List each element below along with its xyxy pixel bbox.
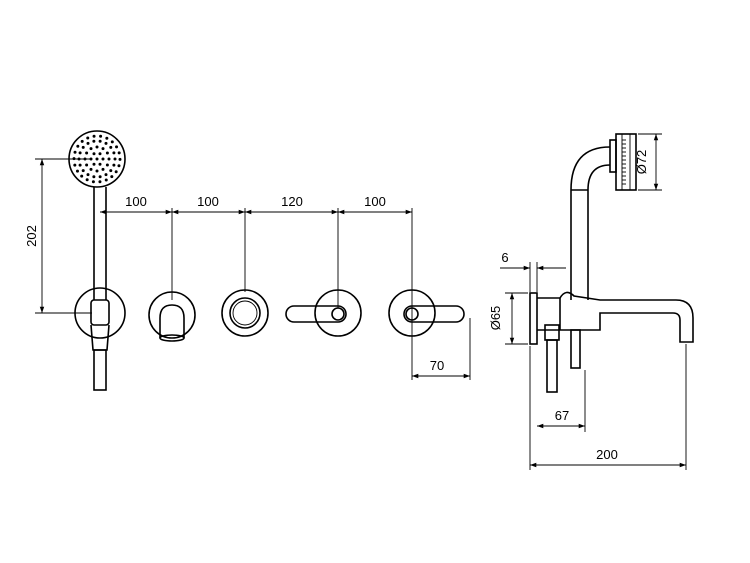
nozzle-dot: [85, 151, 89, 155]
dim-spout-to-mixer: 67: [555, 408, 569, 423]
nozzle-dot: [98, 139, 102, 143]
dim-spacing-3: 120: [281, 194, 303, 209]
dim-flange-diameter: Ø65: [488, 306, 503, 331]
nozzle-dot: [89, 147, 93, 151]
dim-spacing-1: 100: [125, 194, 147, 209]
nozzle-dot: [86, 173, 90, 177]
nozzle-dot: [104, 173, 108, 177]
hand-shower-head: [68, 130, 126, 188]
nozzle-dot: [92, 134, 96, 138]
side-view: 6 Ø65 Ø72 67 200: [488, 133, 694, 470]
nozzle-dot: [95, 157, 99, 161]
nozzle-dot: [73, 150, 77, 154]
nozzle-dot: [112, 151, 116, 155]
mixer-lever-left: [285, 289, 362, 337]
front-view: 100 100 120 100 202 70: [24, 130, 471, 391]
dim-wall-thickness: 6: [501, 250, 508, 265]
nozzle-dot: [85, 163, 89, 167]
nozzle-dot: [101, 147, 105, 151]
dim-lever-offset: 70: [430, 358, 444, 373]
nozzle-dot: [107, 157, 111, 161]
nozzle-dot: [118, 157, 122, 161]
nozzle-dot: [95, 145, 99, 149]
nozzle-dot: [104, 141, 108, 145]
nozzle-dot: [73, 163, 77, 167]
nozzle-dot: [91, 180, 95, 184]
nozzle-dot: [98, 180, 102, 184]
dim-handshower-height: 202: [24, 225, 39, 247]
nozzle-dot: [105, 163, 109, 167]
nozzle-dot: [80, 139, 84, 143]
hand-shower-rail: [93, 187, 107, 300]
shower-head-side: [609, 133, 637, 191]
nozzle-dot: [109, 169, 113, 173]
nozzle-dot: [75, 169, 79, 173]
nozzle-dot: [109, 145, 113, 149]
nozzle-dot: [98, 152, 102, 156]
nozzle-dot: [78, 163, 82, 167]
center-lines: [35, 158, 471, 380]
nozzle-dot: [101, 157, 105, 161]
nozzle-dot: [89, 157, 93, 161]
nozzle-dot: [86, 141, 90, 145]
nozzle-dot: [98, 175, 102, 179]
dim-spout-projection: 200: [596, 447, 618, 462]
nozzle-dot: [115, 145, 119, 149]
nozzle-dot: [117, 164, 121, 168]
nozzle-dot: [105, 151, 109, 155]
nozzle-dot: [110, 175, 114, 179]
hand-shower-bracket: [74, 287, 126, 391]
wall-flange: [529, 292, 538, 345]
nozzle-dot: [117, 151, 121, 155]
shower-riser: [570, 146, 611, 300]
nozzle-dot: [85, 178, 89, 182]
nozzle-dot: [76, 144, 80, 148]
side-dimension-lines: [500, 133, 687, 470]
nozzle-dot: [113, 157, 117, 161]
nozzle-dot: [80, 174, 84, 178]
nozzle-dot: [81, 169, 85, 173]
shower-nozzles: [72, 134, 122, 184]
nozzle-dot: [78, 151, 82, 155]
nozzle-dot: [114, 170, 118, 174]
nozzle-dot: [92, 162, 96, 166]
nozzle-dot: [92, 152, 96, 156]
nozzle-dot: [105, 136, 109, 140]
nozzle-dot: [104, 178, 108, 182]
nozzle-dot: [95, 169, 99, 173]
nozzle-dot: [86, 136, 90, 140]
dim-spacing-4: 100: [364, 194, 386, 209]
nozzle-dot: [110, 140, 114, 144]
nozzle-dot: [89, 167, 93, 171]
nozzle-dot: [101, 167, 105, 171]
diverter-knob: [221, 289, 269, 337]
nozzle-dot: [81, 145, 85, 149]
dim-spacing-2: 100: [197, 194, 219, 209]
nozzle-dot: [98, 162, 102, 166]
nozzle-dot: [99, 134, 103, 138]
nozzle-dot: [112, 163, 116, 167]
nozzle-dot: [92, 175, 96, 179]
dim-shower-head-diameter: Ø72: [634, 150, 649, 175]
spout-body: [537, 291, 694, 393]
nozzle-dot: [92, 139, 96, 143]
mixer-lever-right: [388, 289, 465, 337]
